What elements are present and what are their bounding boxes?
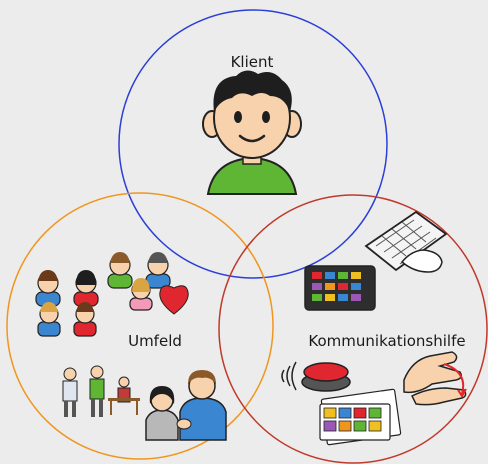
keyboard-icon [364, 210, 448, 273]
symbol-board-icon [319, 388, 402, 446]
caregiver-with-child-icon [145, 370, 227, 441]
boy-face-icon [202, 70, 302, 195]
client-label: Klient [231, 53, 274, 71]
tablet-grid-icon [304, 265, 376, 311]
environment-label: Umfeld [128, 332, 182, 350]
client-circle [118, 9, 388, 279]
big-red-button-icon [281, 361, 351, 392]
communication-aid-label: Kommunikationshilfe [308, 332, 465, 350]
environment-circle [6, 192, 274, 460]
communication-aid-circle [218, 194, 488, 464]
heart-icon [159, 285, 189, 315]
group-of-people-icon [35, 252, 171, 337]
doctor-consultation-icon [62, 365, 140, 417]
sign-language-hands-icon [403, 351, 467, 406]
